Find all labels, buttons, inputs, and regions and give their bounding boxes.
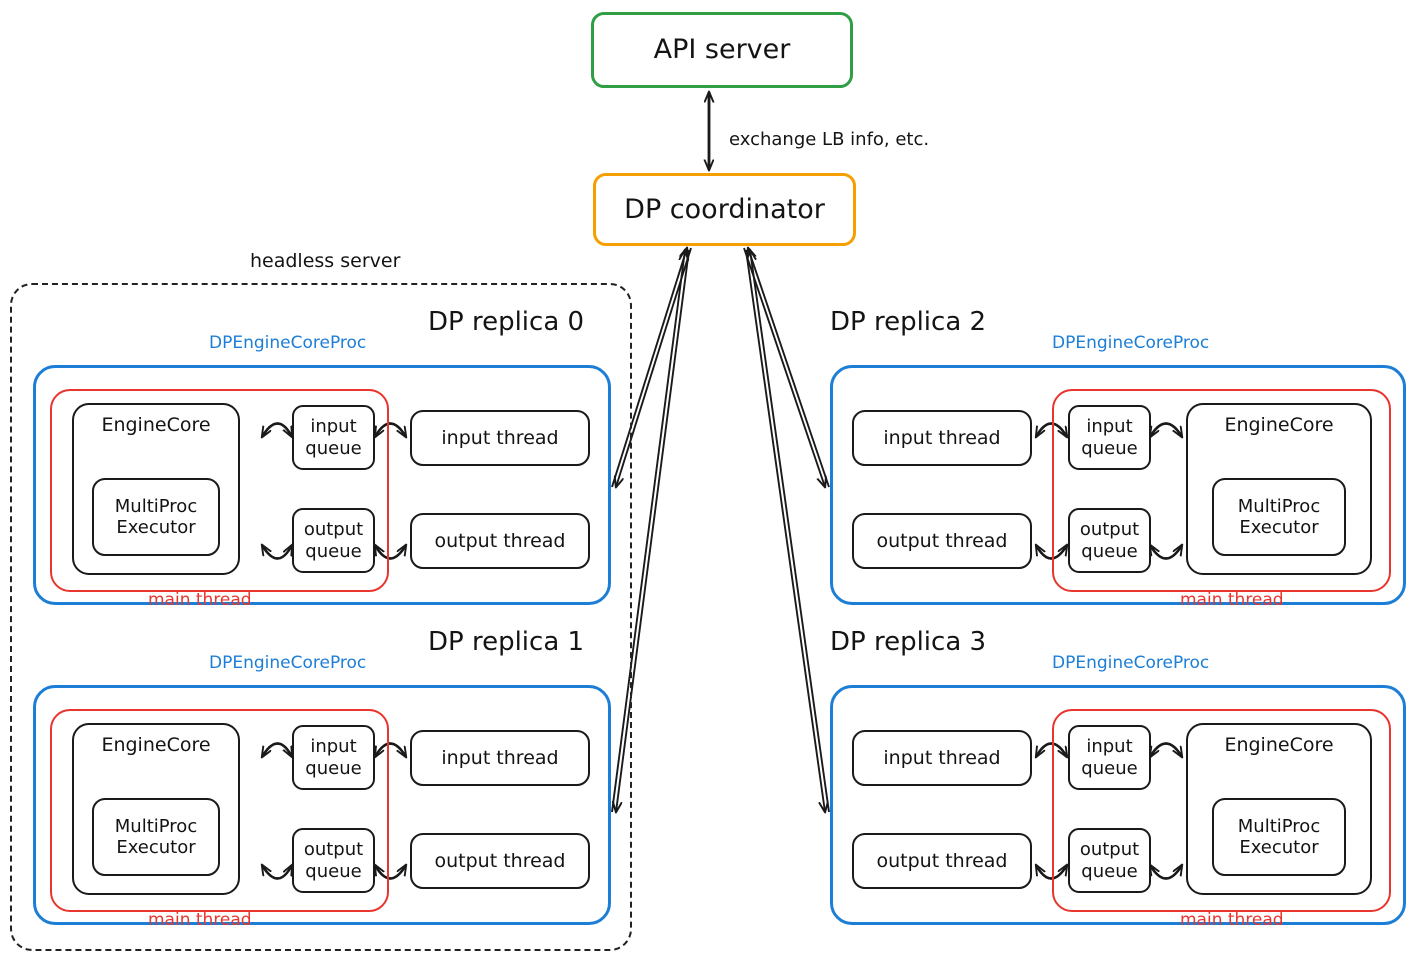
replica-1-proc-label: DPEngineCoreProc: [209, 653, 367, 673]
replica-2-main-thread-box: [1052, 389, 1391, 592]
edge-coordinator-replica-3: [745, 250, 830, 812]
edge-coordinator-replica-2: [743, 248, 830, 487]
replica-3-input-queue-label: input queue: [1081, 736, 1138, 779]
replica-2-input-thread[interactable]: input thread: [852, 410, 1032, 466]
replica-1-title: DP replica 1: [428, 627, 585, 657]
replica-1-proc-box: [33, 685, 611, 925]
replica-0-output-thread-label: output thread: [434, 529, 566, 552]
replica-3-title: DP replica 3: [830, 627, 987, 657]
replica-2-proc-label: DPEngineCoreProc: [1052, 333, 1210, 353]
headless-server-label: headless server: [250, 250, 401, 272]
replica-3-input-queue[interactable]: input queue: [1068, 725, 1151, 790]
replica-0-input-thread[interactable]: input thread: [410, 410, 590, 466]
replica-0-title: DP replica 0: [428, 307, 585, 337]
replica-2-input-queue[interactable]: input queue: [1068, 405, 1151, 470]
replica-0-input-queue[interactable]: input queue: [292, 405, 375, 470]
replica-3-input-thread-label: input thread: [883, 746, 1001, 769]
replica-0-output-thread[interactable]: output thread: [410, 513, 590, 569]
replica-1-input-thread-label: input thread: [441, 746, 559, 769]
replica-3-input-thread[interactable]: input thread: [852, 730, 1032, 786]
replica-0-engine-core-label: EngineCore: [101, 414, 211, 436]
replica-1-output-thread-label: output thread: [434, 849, 566, 872]
replica-0-multiproc-executor[interactable]: MultiProc Executor: [92, 478, 220, 556]
replica-3-output-queue-label: output queue: [1079, 839, 1140, 882]
replica-1-input-thread[interactable]: input thread: [410, 730, 590, 786]
dp-coordinator-label: DP coordinator: [624, 193, 825, 225]
replica-0-output-queue-label: output queue: [303, 519, 364, 562]
replica-3-output-queue[interactable]: output queue: [1068, 828, 1151, 893]
headless-server-boundary: [10, 283, 632, 951]
replica-2-title: DP replica 2: [830, 307, 987, 337]
replica-3-main-thread-label: main thread: [1180, 910, 1284, 930]
replica-2-engine-core-label: EngineCore: [1224, 414, 1334, 436]
replica-2-input-queue-label: input queue: [1081, 416, 1138, 459]
replica-1-output-thread[interactable]: output thread: [410, 833, 590, 889]
api-server-node[interactable]: API server: [591, 12, 853, 88]
replica-3-output-thread-label: output thread: [876, 849, 1008, 872]
replica-1-multiproc-executor[interactable]: MultiProc Executor: [92, 798, 220, 876]
replica-0-input-thread-label: input thread: [441, 426, 559, 449]
replica-1-output-queue[interactable]: output queue: [292, 828, 375, 893]
replica-2-output-thread[interactable]: output thread: [852, 513, 1032, 569]
replica-0-multiproc-executor-label: MultiProc Executor: [114, 495, 198, 538]
replica-2-multiproc-executor-label: MultiProc Executor: [1237, 495, 1321, 538]
replica-0-input-queue-label: input queue: [305, 416, 362, 459]
replica-1-main-thread-label: main thread: [148, 910, 252, 930]
replica-0-main-thread-box: [50, 389, 389, 592]
replica-2-main-thread-label: main thread: [1180, 590, 1284, 610]
replica-2-proc-box: [830, 365, 1406, 605]
dp-coordinator-node[interactable]: DP coordinator: [593, 173, 856, 246]
replica-0-proc-label: DPEngineCoreProc: [209, 333, 367, 353]
replica-3-proc-box: [830, 685, 1406, 925]
replica-3-proc-label: DPEngineCoreProc: [1052, 653, 1210, 673]
replica-1-main-thread-box: [50, 709, 389, 912]
replica-2-output-thread-label: output thread: [876, 529, 1008, 552]
api-server-label: API server: [653, 34, 791, 66]
replica-3-output-thread[interactable]: output thread: [852, 833, 1032, 889]
replica-2-output-queue[interactable]: output queue: [1068, 508, 1151, 573]
replica-1-output-queue-label: output queue: [303, 839, 364, 882]
edge-label-exchange-lb-info: exchange LB info, etc.: [729, 129, 930, 150]
replica-0-proc-box: [33, 365, 611, 605]
replica-3-multiproc-executor-label: MultiProc Executor: [1237, 815, 1321, 858]
replica-1-input-queue-label: input queue: [305, 736, 362, 779]
replica-2-input-thread-label: input thread: [883, 426, 1001, 449]
replica-0-output-queue[interactable]: output queue: [292, 508, 375, 573]
replica-3-multiproc-executor[interactable]: MultiProc Executor: [1212, 798, 1346, 876]
replica-2-output-queue-label: output queue: [1079, 519, 1140, 562]
replica-0-main-thread-label: main thread: [148, 590, 252, 610]
replica-2-multiproc-executor[interactable]: MultiProc Executor: [1212, 478, 1346, 556]
replica-1-input-queue[interactable]: input queue: [292, 725, 375, 790]
replica-3-engine-core-label: EngineCore: [1224, 734, 1334, 756]
replica-1-engine-core-label: EngineCore: [101, 734, 211, 756]
replica-1-multiproc-executor-label: MultiProc Executor: [114, 815, 198, 858]
replica-3-main-thread-box: [1052, 709, 1391, 912]
